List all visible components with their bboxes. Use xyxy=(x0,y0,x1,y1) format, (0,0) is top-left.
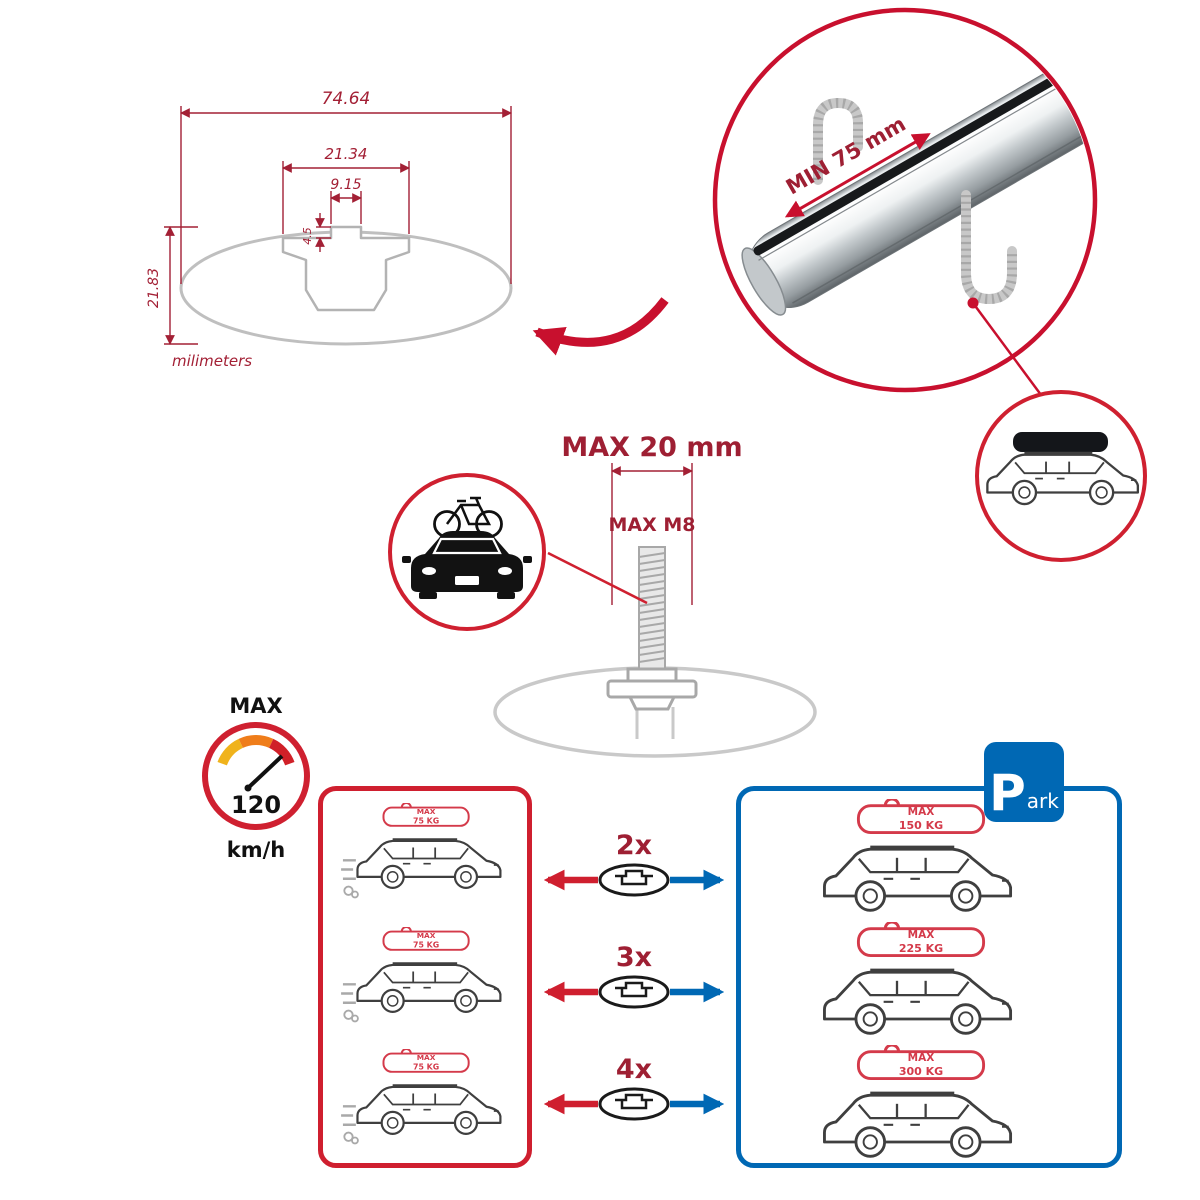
bike-car-callout xyxy=(388,473,546,631)
dim-slot-inner: 9.15 xyxy=(330,177,361,193)
multiplier-row: 2x xyxy=(543,830,725,897)
clamp-hook-front-icon xyxy=(961,190,1017,305)
multiplier-label: 4x xyxy=(616,1054,652,1085)
car-row: MAX 150 KG xyxy=(823,799,1013,912)
speed-limit-gauge: MAX 120 km/h xyxy=(198,694,314,862)
bolt-max-length-label: MAX 20 mm xyxy=(561,432,743,463)
roof-box-load-label: 75 KG xyxy=(413,1062,439,1071)
units-label: milimeters xyxy=(172,352,252,370)
dim-lip-depth: 4.5 xyxy=(301,227,314,245)
suv-icon xyxy=(823,968,1013,1035)
suv-icon xyxy=(823,1091,1013,1158)
car-row: MAX 300 KG xyxy=(823,1045,1013,1158)
roof-box-max-label: MAX xyxy=(908,1052,935,1064)
crossbar-section-icon xyxy=(598,863,670,897)
t-slot-profile-shape xyxy=(281,225,411,312)
roof-box-max-label: MAX xyxy=(908,806,935,818)
crossbar-section-icon xyxy=(598,975,670,1009)
crossbar-section-icon xyxy=(598,1087,670,1121)
dynamic-load-panel: MAX 75 KG MAX 75 KG MAX 75 KG xyxy=(318,786,532,1168)
roof-box-max-label: MAX xyxy=(417,1053,436,1062)
roof-box-load-label: 225 KG xyxy=(899,942,943,955)
vehicle-roofbox-callout xyxy=(975,390,1147,562)
park-sign-suffix: ark xyxy=(1026,789,1059,813)
car-row: MAX 75 KG xyxy=(341,1049,502,1145)
crossbar-profile-dimension-diagram: 74.64 21.34 9.15 4.5 21.83 milimeters xyxy=(146,89,513,370)
bike-callout-line xyxy=(547,551,648,605)
static-load-panel: MAX 150 KG MAX 225 KG MAX 300 KG xyxy=(736,786,1122,1168)
threaded-bolt-icon xyxy=(606,546,698,711)
callout-line xyxy=(971,302,1049,404)
roof-box-load-label: 75 KG xyxy=(413,816,439,825)
callout-arrow-icon xyxy=(532,297,669,356)
car-row: MAX 75 KG xyxy=(341,803,502,899)
multiplier-row: 3x xyxy=(543,942,725,1009)
dim-slot-outer: 21.34 xyxy=(325,145,368,163)
roof-box-load-label: 300 KG xyxy=(899,1065,943,1078)
suv-icon xyxy=(823,845,1013,912)
speedometer-icon: 120 xyxy=(202,722,310,830)
crossbar-closeup: MIN 75 mm xyxy=(712,7,1098,404)
closeup-circle xyxy=(712,7,1098,393)
park-sign: P ark xyxy=(984,742,1064,822)
bolt-thread-label: MAX M8 xyxy=(608,514,695,536)
speed-max-label: MAX xyxy=(229,694,283,718)
suv-icon xyxy=(356,838,502,889)
roof-box-max-label: MAX xyxy=(908,929,935,941)
speed-value: 120 xyxy=(231,791,281,819)
multiplier-label: 2x xyxy=(616,830,652,861)
dim-height: 21.83 xyxy=(146,268,162,308)
roof-box-max-label: MAX xyxy=(417,807,436,816)
dim-total-width: 74.64 xyxy=(322,89,371,109)
multiplier-label: 3x xyxy=(616,942,652,973)
clamp-hook-rear-icon xyxy=(813,97,863,185)
suv-icon xyxy=(356,962,502,1013)
car-front-icon xyxy=(402,531,532,599)
roof-box-load-label: 75 KG xyxy=(413,940,439,949)
speed-unit-label: km/h xyxy=(226,838,286,862)
bolt-dimension-diagram: MAX M8 xyxy=(493,463,817,758)
car-row: MAX 225 KG xyxy=(823,922,1013,1035)
car-row: MAX 75 KG xyxy=(341,927,502,1023)
roof-box-icon xyxy=(1013,432,1108,452)
park-sign-p: P xyxy=(989,763,1026,822)
roof-box-load-label: 150 KG xyxy=(899,819,943,832)
multiplier-row: 4x xyxy=(543,1054,725,1121)
suv-icon xyxy=(356,1084,502,1135)
roof-box-max-label: MAX xyxy=(417,931,436,940)
